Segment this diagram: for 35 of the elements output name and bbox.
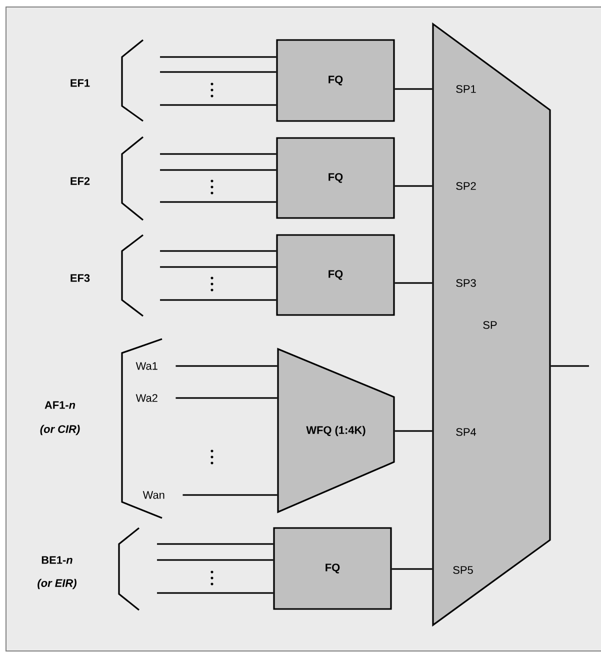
connector-line: [160, 299, 276, 301]
group-label: EF2: [70, 177, 90, 185]
queue-box: FQ: [276, 234, 395, 316]
group-label: EF1: [70, 79, 90, 87]
group-label: EF3: [70, 274, 90, 282]
queue-box: FQ: [273, 527, 392, 610]
queue-box: FQ: [276, 137, 395, 219]
group-label: AF1-n: [44, 401, 76, 409]
connector-line: [157, 543, 274, 545]
connector-line: [176, 397, 278, 399]
connector-line: [160, 153, 276, 155]
group-label: (or EIR): [38, 578, 76, 590]
connector-line: [394, 88, 432, 90]
connector-line: [394, 282, 432, 284]
connector-line: [157, 592, 274, 594]
connector-line: [182, 494, 278, 496]
connector-line: [550, 365, 589, 367]
connector-line: [160, 266, 276, 268]
group-label: BE1-n: [42, 556, 72, 564]
weight-label: Wan: [142, 491, 164, 499]
connector-line: [394, 430, 432, 432]
connector-line: [160, 250, 276, 252]
queue-box: FQ: [276, 39, 395, 122]
connector-line: [157, 559, 274, 561]
weight-label: Wa2: [136, 394, 158, 402]
connector-line: [392, 568, 432, 570]
connector-line: [160, 201, 276, 203]
group-label: (or CIR): [40, 424, 80, 436]
connector-line: [160, 71, 276, 73]
connector-line: [394, 185, 432, 187]
connector-line: [160, 104, 276, 106]
weight-label: Wa1: [136, 362, 158, 370]
connector-line: [160, 169, 276, 171]
connector-line: [176, 365, 278, 367]
connector-line: [160, 56, 276, 58]
